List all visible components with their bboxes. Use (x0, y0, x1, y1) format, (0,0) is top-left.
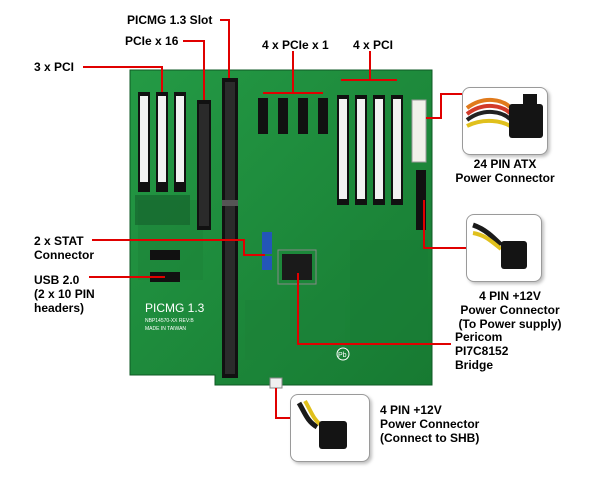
pcie-x1-slots (258, 98, 328, 134)
label-12v-supply: 4 PIN +12V Power Connector (To Power sup… (458, 289, 562, 331)
pb-mark-text: Pb (338, 352, 347, 359)
label-4-pci: 4 x PCI (353, 38, 394, 52)
pb-free-mark (336, 347, 350, 361)
label-12v-shb: 4 PIN +12V Power Connector (Connect to S… (380, 403, 480, 445)
label-pericom-bridge: Pericom PI7C8152 Bridge (455, 330, 509, 372)
shb-connector-onboard (269, 377, 283, 389)
stat-connectors (262, 232, 272, 270)
silkscreen-line2: MADE IN TAIWAN (145, 326, 186, 332)
callout-shb (275, 388, 290, 419)
callout-12v-supply (423, 200, 467, 249)
silkscreen-title: PICMG 1.3 (145, 301, 205, 315)
power-connector-onboard (416, 170, 426, 230)
callout-atx (426, 93, 462, 119)
pci-slots-right (337, 95, 403, 205)
label-picmg-slot: PICMG 1.3 Slot (127, 13, 213, 27)
callout-lines (83, 19, 467, 419)
label-3-pci: 3 x PCI (34, 60, 75, 74)
callout-picmg (220, 19, 230, 78)
pci-slots-left (135, 92, 190, 225)
callout-3pci (83, 66, 163, 92)
pcie-x16-slot (197, 100, 211, 230)
board-silkscreen: PICMG 1.3 NBP14570-XX REV:B MADE IN TAIW… (145, 301, 350, 361)
silkscreen-line1: NBP14570-XX REV:B (145, 318, 194, 324)
callout-pcie-x16 (183, 40, 205, 100)
atx-cable-thumbnail (462, 87, 548, 155)
label-24pin-atx: 24 PIN ATX Power Connector (455, 157, 555, 185)
callout-stat (92, 239, 265, 256)
label-pcie-x16: PCIe x 16 (125, 34, 179, 48)
callout-pericom (297, 273, 451, 345)
label-stat-connector: 2 x STAT Connector (34, 234, 94, 262)
label-4-pcie-x1: 4 x PCIe x 1 (262, 38, 329, 52)
shb-cable-thumbnail (290, 394, 370, 462)
power-supply-cable-thumbnail (466, 214, 542, 282)
picmg-slot (222, 78, 238, 378)
label-usb: USB 2.0 (2 x 10 PIN headers) (34, 273, 95, 315)
atx-connector-onboard (411, 99, 427, 163)
